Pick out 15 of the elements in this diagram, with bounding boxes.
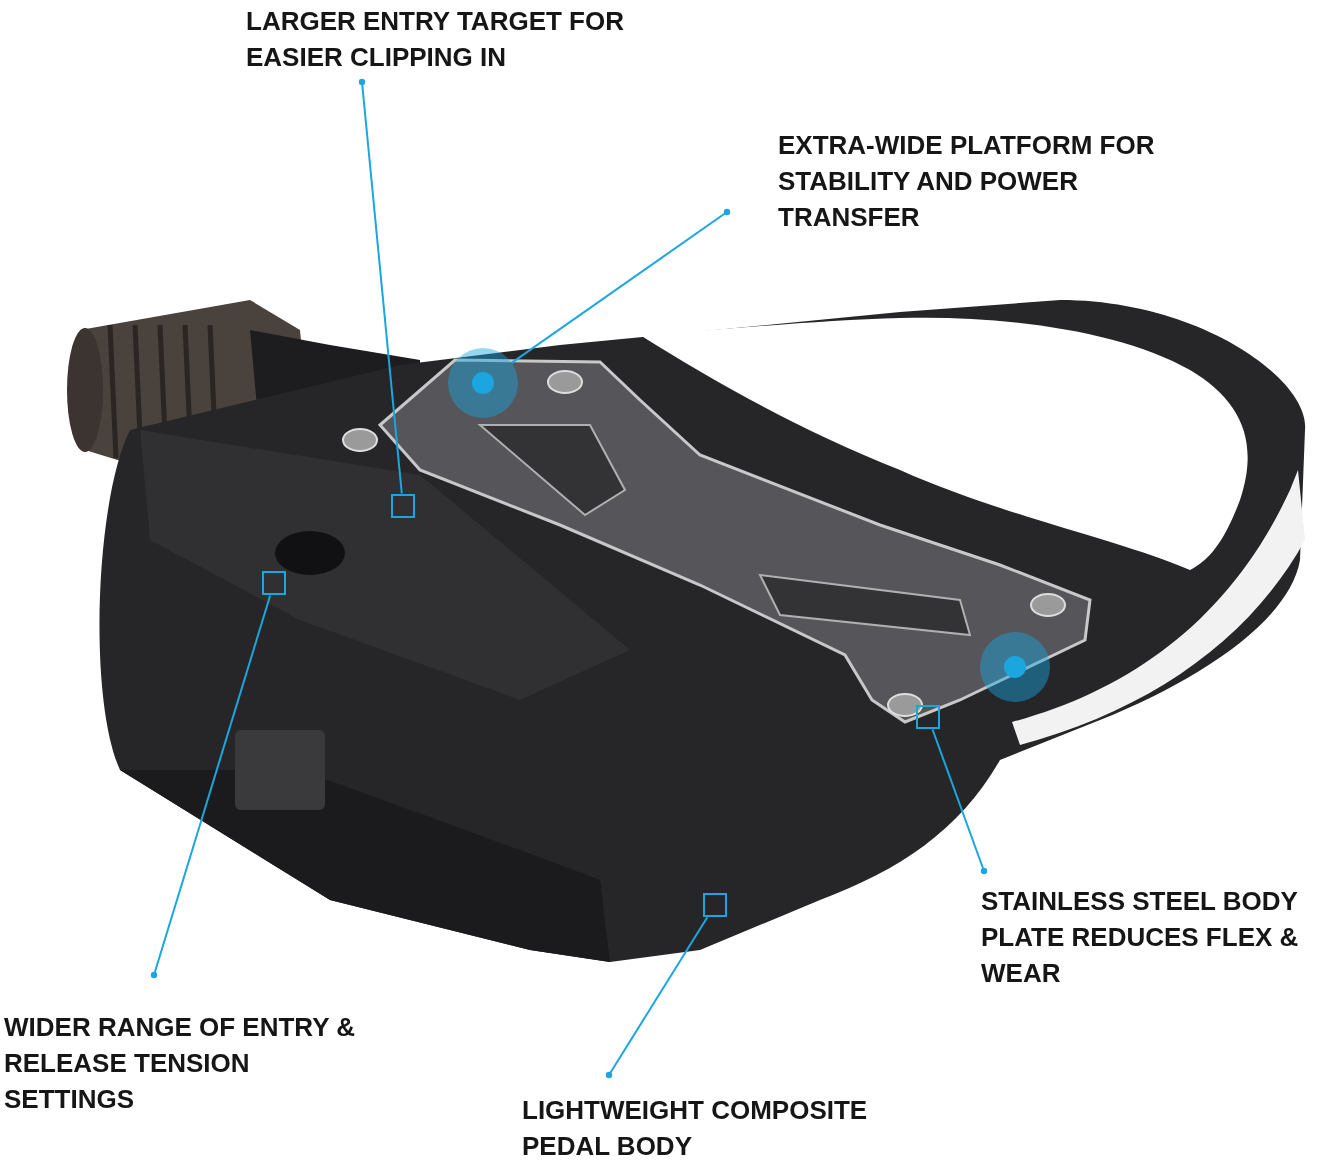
target-marker <box>448 348 518 418</box>
leader-line <box>931 728 988 875</box>
target-square <box>391 494 415 518</box>
leader-line <box>358 78 403 495</box>
callout-text: EXTRA-WIDE PLATFORM FOR STABILITY AND POWER TRANSFER <box>778 129 1156 234</box>
leader-line <box>605 916 709 1079</box>
callout-text: LARGER ENTRY TARGET FOR EASIER CLIPPING IN <box>246 5 625 74</box>
leader-line <box>150 594 272 979</box>
leader-line <box>510 208 731 364</box>
callout-text: STAINLESS STEEL BODY PLATE REDUCES FLEX & WEAR <box>981 885 1300 990</box>
target-square <box>262 571 286 595</box>
target-square <box>703 893 727 917</box>
callout-text: WIDER RANGE OF ENTRY & RELEASE TENSION SETTINGS <box>4 1011 356 1116</box>
target-square <box>916 705 940 729</box>
callout-text: LIGHTWEIGHT COMPOSITE PEDAL BODY <box>522 1094 869 1163</box>
